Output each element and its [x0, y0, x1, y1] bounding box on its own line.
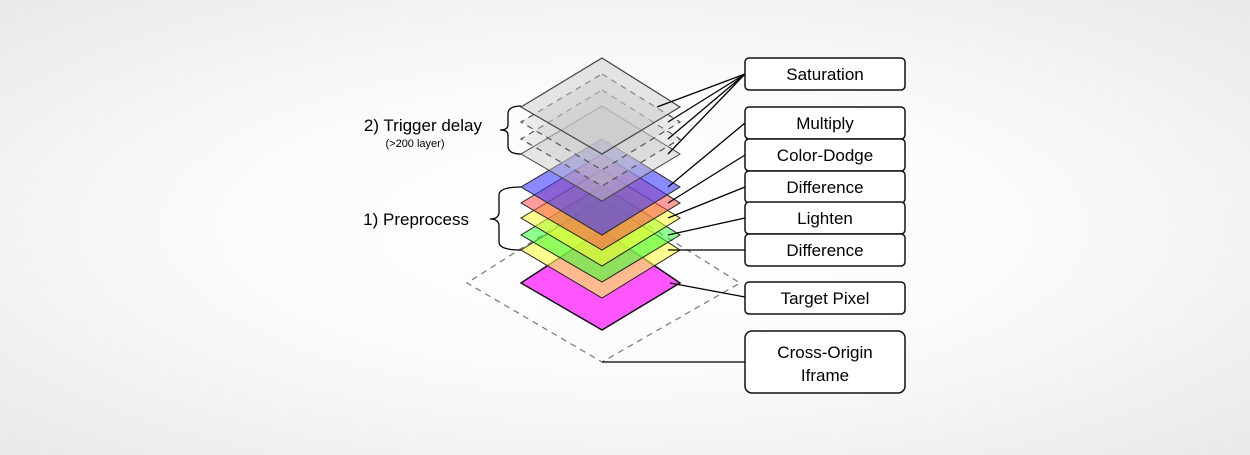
- trigger-delay-title: 2) Trigger delay: [364, 116, 483, 135]
- label-difference-1: Difference: [786, 178, 863, 197]
- label-multiply: Multiply: [796, 114, 854, 133]
- label-cross-origin: Cross-Origin: [777, 343, 872, 362]
- label-saturation: Saturation: [786, 65, 864, 84]
- label-color-dodge: Color-Dodge: [777, 146, 873, 165]
- label-box-saturation: Saturation: [744, 57, 906, 91]
- label-box-multiply: Multiply: [744, 106, 906, 140]
- label-iframe: Iframe: [801, 366, 849, 385]
- trigger-delay-brace: [499, 105, 522, 155]
- saturation-layer-2: [519, 73, 682, 171]
- connector-lines: [602, 73, 746, 363]
- label-box-difference-2: Difference: [744, 233, 906, 267]
- label-box-difference-1: Difference: [744, 170, 906, 204]
- trigger-delay-subtitle: (>200 layer): [385, 138, 444, 150]
- label-target-pixel: Target Pixel: [781, 289, 870, 308]
- multiply-layer: [520, 138, 681, 236]
- label-box-target-pixel: Target Pixel: [744, 281, 906, 315]
- label-lighten: Lighten: [797, 209, 853, 228]
- label-box-color-dodge: Color-Dodge: [744, 138, 906, 172]
- label-box-cross-origin-iframe: Cross-Origin Iframe: [744, 330, 906, 394]
- preprocess-brace: [489, 186, 522, 251]
- label-difference-2: Difference: [786, 241, 863, 260]
- label-box-lighten: Lighten: [744, 201, 906, 235]
- preprocess-title: 1) Preprocess: [363, 210, 469, 229]
- saturation-layer-1: [519, 57, 682, 155]
